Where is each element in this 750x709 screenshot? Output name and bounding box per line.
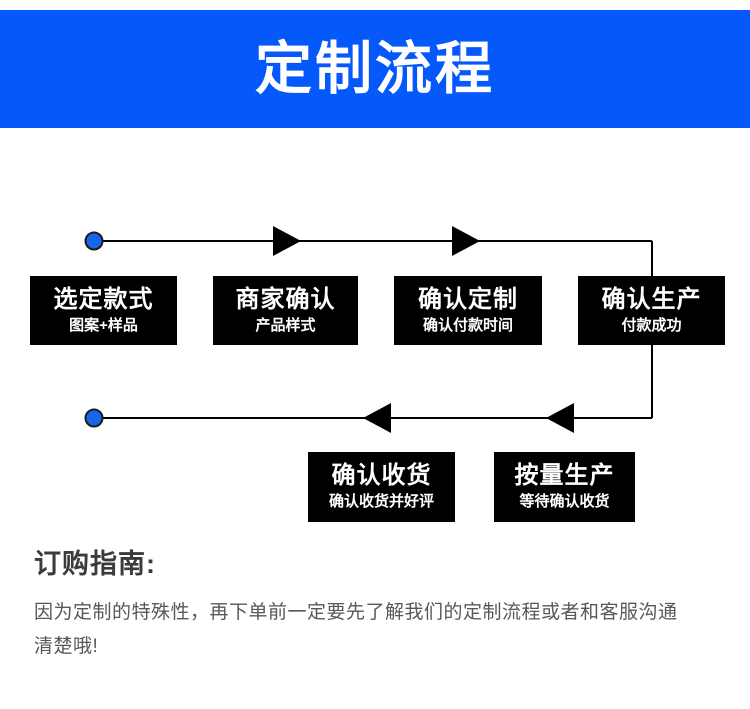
process-node-5-subtitle: 确认收货并好评 xyxy=(328,493,434,511)
flow-diagram: 选定款式 图案+样品 商家确认 产品样式 确认定制 确认付款时间 确认生产 付款… xyxy=(0,128,750,538)
arrow-right-icon xyxy=(452,226,480,256)
process-node-2-title: 商家确认 xyxy=(235,285,336,313)
arrow-left-icon xyxy=(363,403,391,433)
process-node-1[interactable]: 选定款式 图案+样品 xyxy=(30,276,177,345)
flow-connectors xyxy=(84,226,653,433)
process-node-1-subtitle: 图案+样品 xyxy=(69,316,138,334)
process-node-2[interactable]: 商家确认 产品样式 xyxy=(213,276,358,345)
process-node-4-title: 确认生产 xyxy=(601,285,702,313)
header-banner: 定制流程 xyxy=(0,10,750,128)
order-guide-body: 因为定制的特殊性，再下单前一定要先了解我们的定制流程或者和客服沟通清楚哦! xyxy=(34,602,678,657)
process-node-5[interactable]: 确认收货 确认收货并好评 xyxy=(308,452,455,522)
process-node-3-subtitle: 确认付款时间 xyxy=(422,316,513,334)
arrow-left-icon xyxy=(546,403,574,433)
process-node-5-title: 确认收货 xyxy=(331,462,432,490)
arrow-right-icon xyxy=(273,226,301,256)
process-node-3-title: 确认定制 xyxy=(418,285,518,313)
process-node-6-subtitle: 等待确认收货 xyxy=(519,493,610,511)
end-dot-icon xyxy=(84,408,104,428)
order-guide-section: 订购指南: 因为定制的特殊性，再下单前一定要先了解我们的定制流程或者和客服沟通清… xyxy=(34,548,724,663)
process-node-6[interactable]: 按量生产 等待确认收货 xyxy=(494,452,635,522)
process-node-3[interactable]: 确认定制 确认付款时间 xyxy=(394,276,542,345)
process-node-4[interactable]: 确认生产 付款成功 xyxy=(578,276,725,345)
process-node-1-title: 选定款式 xyxy=(53,285,154,313)
start-dot-icon xyxy=(84,231,104,251)
process-node-2-subtitle: 产品样式 xyxy=(255,316,316,334)
process-node-4-subtitle: 付款成功 xyxy=(621,316,682,334)
page-title: 定制流程 xyxy=(255,36,495,101)
order-guide-title: 订购指南: xyxy=(34,549,156,579)
process-node-6-title: 按量生产 xyxy=(514,462,615,490)
